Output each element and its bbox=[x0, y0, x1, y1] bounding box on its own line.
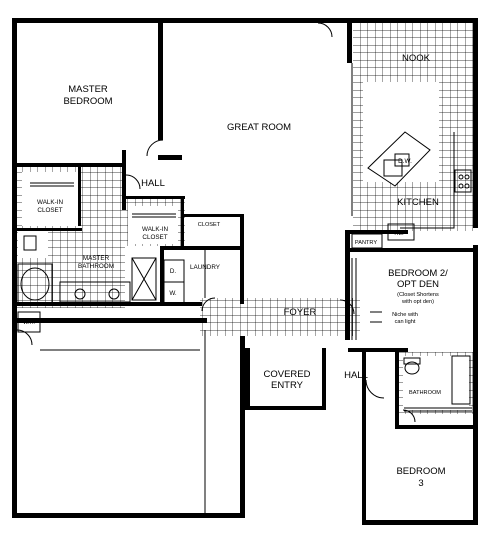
label-bedroom2-2: OPT DEN bbox=[397, 279, 439, 290]
label-niche-note-2: can light bbox=[395, 319, 416, 325]
label-master-bathroom-1: MASTER bbox=[83, 255, 110, 262]
label-closet-note-1: (Closet Shortens bbox=[397, 292, 439, 298]
label-closet: CLOSET bbox=[198, 222, 221, 228]
label-niche-note-1: Niche with bbox=[392, 312, 418, 318]
label-closet-note-2: with opt den) bbox=[401, 299, 434, 305]
label-walk-in-closet-2a: WALK-IN bbox=[142, 226, 168, 233]
label-kitchen: KITCHEN bbox=[397, 197, 439, 208]
label-nook: NOOK bbox=[402, 53, 431, 64]
label-covered-entry-1: COVERED bbox=[264, 369, 311, 380]
fixture-backgrounds bbox=[18, 82, 469, 410]
label-bedroom3-1: BEDROOM bbox=[396, 466, 445, 477]
label-master-bedroom-1: MASTER bbox=[68, 84, 108, 95]
fixtures bbox=[16, 22, 472, 513]
label-master-bathroom-2: BATHROOM bbox=[78, 263, 114, 270]
label-pantry: PANTRY bbox=[355, 240, 377, 246]
label-walk-in-closet-1a: WALK-IN bbox=[37, 199, 63, 206]
label-ref: REF bbox=[394, 231, 406, 237]
label-dw: D.W. bbox=[398, 158, 412, 165]
label-great-room: GREAT ROOM bbox=[227, 122, 291, 133]
label-wh: W.H. bbox=[23, 320, 36, 326]
walls bbox=[12, 18, 478, 525]
label-bedroom2-1: BEDROOM 2/ bbox=[388, 268, 448, 279]
label-master-bedroom-2: BEDROOM bbox=[63, 96, 112, 107]
label-washer: W. bbox=[169, 290, 177, 297]
label-foyer: FOYER bbox=[284, 307, 317, 318]
label-covered-entry-2: ENTRY bbox=[271, 380, 304, 391]
label-walk-in-closet-2b: CLOSET bbox=[142, 234, 167, 241]
room-labels: NOOK MASTER BEDROOM GREAT ROOM HALL D.W.… bbox=[23, 53, 448, 489]
label-hall-left: HALL bbox=[141, 178, 165, 189]
label-hall-right: HALL bbox=[344, 370, 368, 381]
label-bedroom3-2: 3 bbox=[418, 478, 423, 489]
label-dryer: D. bbox=[170, 268, 177, 275]
label-bathroom: BATHROOM bbox=[409, 390, 441, 396]
label-laundry: LAUNDRY bbox=[190, 264, 221, 271]
label-walk-in-closet-1b: CLOSET bbox=[37, 207, 62, 214]
